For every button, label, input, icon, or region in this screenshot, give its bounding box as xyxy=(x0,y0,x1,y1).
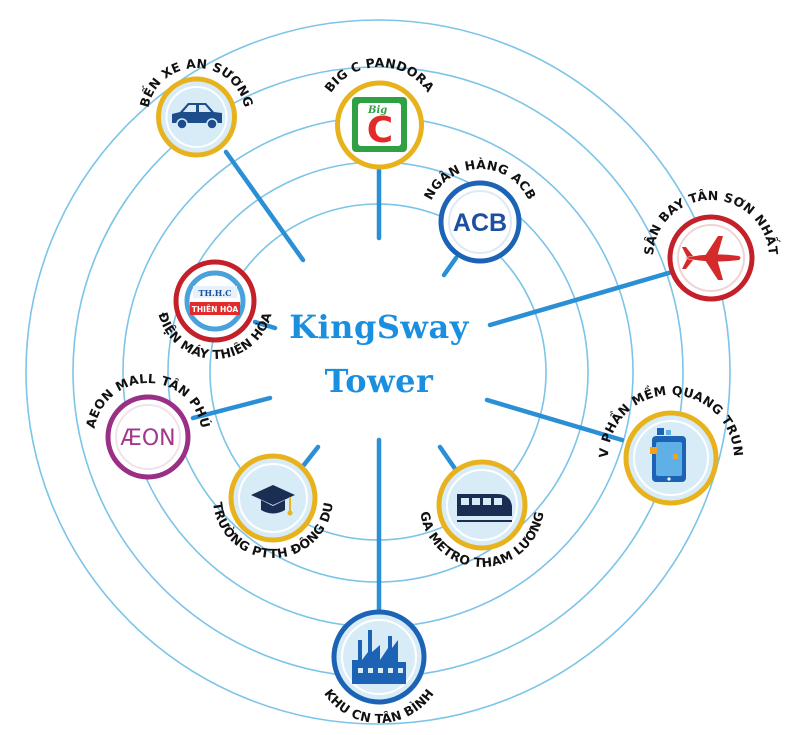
svg-text:C: C xyxy=(367,110,393,151)
connector-cv xyxy=(484,397,625,443)
node-dien-may-thien-hoa[interactable]: TH.H.C THIÊN HÒA ĐIỆN MÁY THIÊN HÒA xyxy=(155,259,274,362)
node-big-c-pandora[interactable]: Big C BIG C PANDORA xyxy=(321,55,437,170)
big-c-logo: Big C xyxy=(352,97,407,152)
mobile-phone-icon xyxy=(650,428,686,482)
acb-logo: ACB xyxy=(453,209,507,237)
airplane-icon xyxy=(682,236,741,280)
connector-ben-xe xyxy=(223,149,306,263)
graduation-cap-icon xyxy=(251,485,295,516)
connector-sanbay xyxy=(487,269,675,328)
connector-thienhoa xyxy=(252,319,278,331)
center-title-line1: KingSway xyxy=(289,308,470,346)
center-title-line2: Tower xyxy=(325,362,434,400)
connector-aeon xyxy=(190,395,273,421)
node-truong-ptth-dong-du[interactable]: TRƯỜNG PTTH ĐÔNG DU xyxy=(210,453,336,561)
center-title: KingSway Tower xyxy=(289,308,470,400)
svg-text:TH.H.C: TH.H.C xyxy=(198,288,231,298)
svg-text:THIÊN HÒA: THIÊN HÒA xyxy=(192,305,239,314)
node-ben-xe-an-suong[interactable]: BẾN XE AN SƯƠNG xyxy=(137,56,257,158)
factory-icon xyxy=(352,630,406,684)
ring-5 xyxy=(25,19,731,725)
node-san-bay-tan-son-nhat[interactable]: SÂN BAY TÂN SƠN NHẤT xyxy=(641,188,782,302)
svg-text:Big: Big xyxy=(367,105,387,116)
node-ngan-hang-acb[interactable]: ACB NGÂN HÀNG ACB xyxy=(421,157,540,264)
node-khu-cn-tan-binh[interactable]: KHU CN TÂN BÌNH xyxy=(321,609,436,726)
aeon-logo: ÆON xyxy=(120,426,175,451)
node-aeon-mall-tan-phu[interactable]: ÆON AEON MALL TÂN PHÚ xyxy=(83,371,214,480)
car-icon xyxy=(172,103,222,130)
metro-train-icon xyxy=(457,494,512,522)
thien-hoa-logo: TH.H.C THIÊN HÒA xyxy=(184,270,246,332)
connector-acb xyxy=(441,255,459,278)
